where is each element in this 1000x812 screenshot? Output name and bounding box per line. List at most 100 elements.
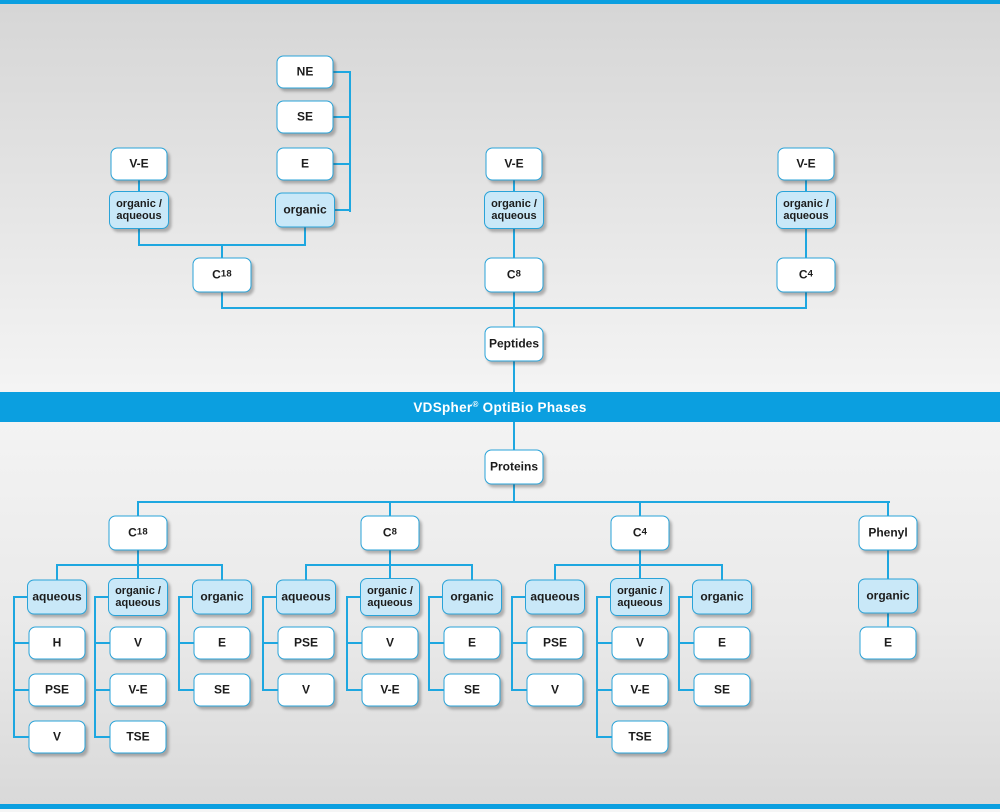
node-c4-or-e: E — [693, 626, 751, 660]
connector-line — [178, 642, 200, 644]
node-c8-aq-pse: PSE — [277, 626, 335, 660]
connector-line — [13, 642, 35, 644]
node-c18-orgaq: organic / aqueous — [108, 578, 168, 616]
node-phenyl-organic: organic — [858, 578, 918, 614]
connector-line — [178, 596, 198, 598]
connector-line — [56, 564, 223, 566]
connector-line — [389, 548, 391, 566]
bottom-accent-strip — [0, 804, 1000, 809]
connector-line — [678, 596, 698, 598]
bottom-margin-strip — [0, 809, 1000, 812]
registered-trademark-icon: ® — [472, 399, 479, 409]
node-c18-oa-ve: V-E — [109, 673, 167, 707]
node-c18-aq-pse: PSE — [28, 673, 86, 707]
banner: VDSpher®OptiBio Phases — [0, 392, 1000, 422]
connector-line — [511, 642, 533, 644]
node-c18-oa-v: V — [109, 626, 167, 660]
connector-line — [428, 689, 450, 691]
node-top-ne: NE — [276, 55, 334, 89]
connector-line — [805, 164, 807, 309]
connector-line — [511, 689, 533, 691]
node-top-e: E — [276, 147, 334, 181]
connector-line — [331, 163, 351, 165]
connector-line — [596, 596, 616, 598]
connector-line — [178, 689, 200, 691]
connector-line — [94, 736, 116, 738]
node-c18-aq-v: V — [28, 720, 86, 754]
node-c4-oa-tse: TSE — [611, 720, 669, 754]
connector-line — [428, 596, 448, 598]
banner-title: VDSpher®OptiBio Phases — [413, 400, 586, 415]
node-c8-or-se: SE — [443, 673, 501, 707]
node-c8-oa-ve: V-E — [361, 673, 419, 707]
connector-line — [331, 209, 351, 211]
connector-line — [596, 736, 618, 738]
connector-line — [304, 210, 306, 246]
node-bot-phenyl: Phenyl — [858, 515, 918, 551]
connector-line — [262, 642, 284, 644]
node-c4-oa-v: V — [611, 626, 669, 660]
connector-line — [13, 596, 33, 598]
connector-line — [346, 689, 368, 691]
node-top-c4-orgaq: organic / aqueous — [776, 191, 836, 229]
connector-line — [596, 689, 618, 691]
node-c8-orgaq: organic / aqueous — [360, 578, 420, 616]
node-c4-organic: organic — [692, 579, 752, 615]
node-top-organic: organic — [275, 192, 335, 228]
node-phenyl-e: E — [859, 626, 917, 660]
node-c8-or-e: E — [443, 626, 501, 660]
node-c4-aq-v: V — [526, 673, 584, 707]
connector-line — [346, 596, 366, 598]
connector-line — [94, 596, 114, 598]
node-c8-aq-v: V — [277, 673, 335, 707]
connector-line — [596, 642, 618, 644]
connector-line — [331, 116, 351, 118]
connector-line — [262, 596, 282, 598]
connector-line — [349, 71, 351, 212]
top-accent-strip — [0, 0, 1000, 4]
node-top-c18-orgaq: organic / aqueous — [109, 191, 169, 229]
node-c4-or-se: SE — [693, 673, 751, 707]
node-c18-oa-tse: TSE — [109, 720, 167, 754]
connector-line — [13, 736, 35, 738]
node-c18-or-se: SE — [193, 673, 251, 707]
connector-line — [511, 596, 531, 598]
connector-line — [596, 596, 598, 738]
connector-line — [94, 689, 116, 691]
node-c8-oa-v: V — [361, 626, 419, 660]
node-c18-organic: organic — [192, 579, 252, 615]
node-c4-orgaq: organic / aqueous — [610, 578, 670, 616]
banner-title-rest: OptiBio Phases — [482, 399, 587, 415]
node-c18-or-e: E — [193, 626, 251, 660]
connector-line — [137, 501, 890, 503]
connector-line — [94, 642, 116, 644]
node-top-c4-ve: V-E — [777, 147, 835, 181]
node-top-se: SE — [276, 100, 334, 134]
node-c18-aq-h: H — [28, 626, 86, 660]
connector-line — [428, 642, 450, 644]
connector-line — [137, 548, 139, 566]
connector-line — [221, 307, 807, 309]
connector-line — [554, 564, 723, 566]
node-c18-aqueous: aqueous — [27, 579, 87, 615]
node-c4-oa-ve: V-E — [611, 673, 669, 707]
connector-line — [678, 642, 700, 644]
connector-line — [678, 689, 700, 691]
node-top-c8-ve: V-E — [485, 147, 543, 181]
connector-line — [94, 596, 96, 738]
node-top-c18-ve: V-E — [110, 147, 168, 181]
banner-brand: VDSpher — [413, 399, 473, 415]
node-peptides: Peptides — [484, 326, 544, 362]
node-c4-aq-pse: PSE — [526, 626, 584, 660]
node-c8-aqueous: aqueous — [276, 579, 336, 615]
connector-line — [346, 642, 368, 644]
connector-line — [13, 596, 15, 738]
connector-line — [331, 71, 351, 73]
